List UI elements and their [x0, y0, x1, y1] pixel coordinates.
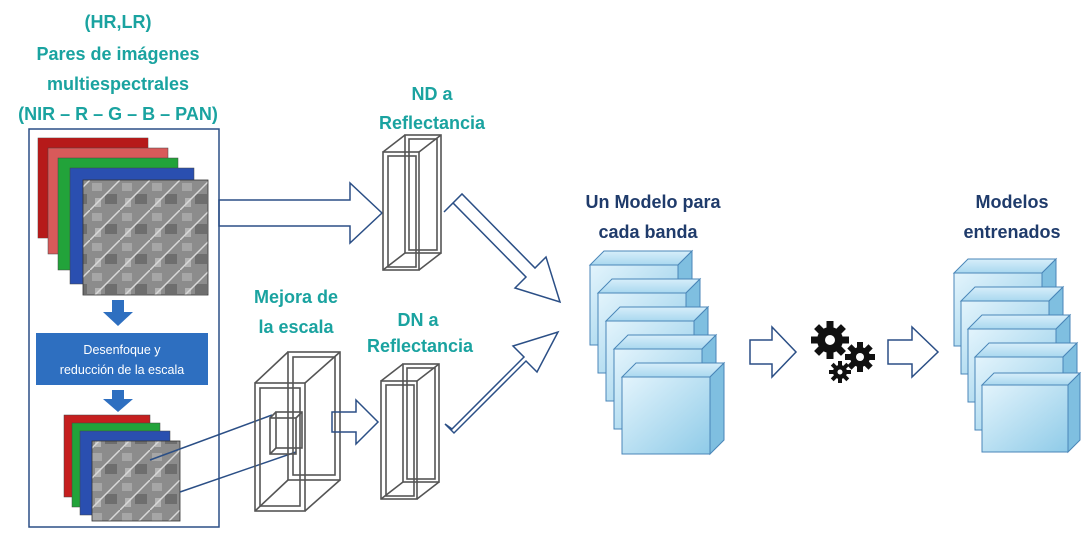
input-title-line2: Pares de imágenes	[36, 44, 199, 64]
hollow-arrow-icon	[218, 181, 384, 245]
link-line	[149, 414, 273, 461]
down-arrow-icon	[103, 390, 133, 412]
input-title-line1: (HR,LR)	[85, 12, 152, 32]
hollow-arrow-icon	[749, 325, 798, 379]
hr-image-stack-icon	[37, 137, 209, 296]
process-box-line1: Desenfoque y	[83, 343, 161, 357]
process-box-line2: reducción de la escala	[60, 363, 184, 377]
lr-image-stack-icon	[63, 414, 181, 522]
input-title-line4: (NIR – R – G – B – PAN)	[18, 104, 218, 124]
scale-label-line2: la escala	[258, 317, 334, 337]
hollow-arrow-icon	[443, 192, 562, 304]
process-box	[36, 333, 208, 385]
hollow-arrow-icon	[331, 398, 380, 446]
scale-box-wireframe-icon	[254, 351, 341, 512]
model-cube-stack-icon	[588, 249, 726, 456]
trained-label-line1: Modelos	[975, 192, 1048, 212]
nd-label-line1: ND a	[411, 84, 453, 104]
input-title: (HR,LR) Pares de imágenes multiespectral…	[18, 12, 218, 124]
nd-box-wireframe-icon	[382, 134, 442, 271]
nd-label-line2: Reflectancia	[379, 113, 486, 133]
input-title-line3: multiespectrales	[47, 74, 189, 94]
trained-label-line2: entrenados	[963, 222, 1060, 242]
dn-label-line1: DN a	[397, 310, 439, 330]
dn-label-line2: Reflectancia	[367, 336, 474, 356]
down-arrow-icon	[103, 300, 133, 326]
gears-icon	[811, 321, 875, 383]
input-frame	[28, 128, 220, 528]
scale-label-line1: Mejora de	[254, 287, 338, 307]
model-label-line1: Un Modelo para	[585, 192, 721, 212]
link-line	[179, 451, 297, 493]
hollow-arrow-icon	[887, 325, 940, 379]
dn-box-wireframe-icon	[380, 363, 440, 500]
trained-cube-stack-icon	[952, 257, 1082, 454]
model-label-line2: cada banda	[598, 222, 698, 242]
hollow-arrow-icon	[444, 330, 560, 435]
